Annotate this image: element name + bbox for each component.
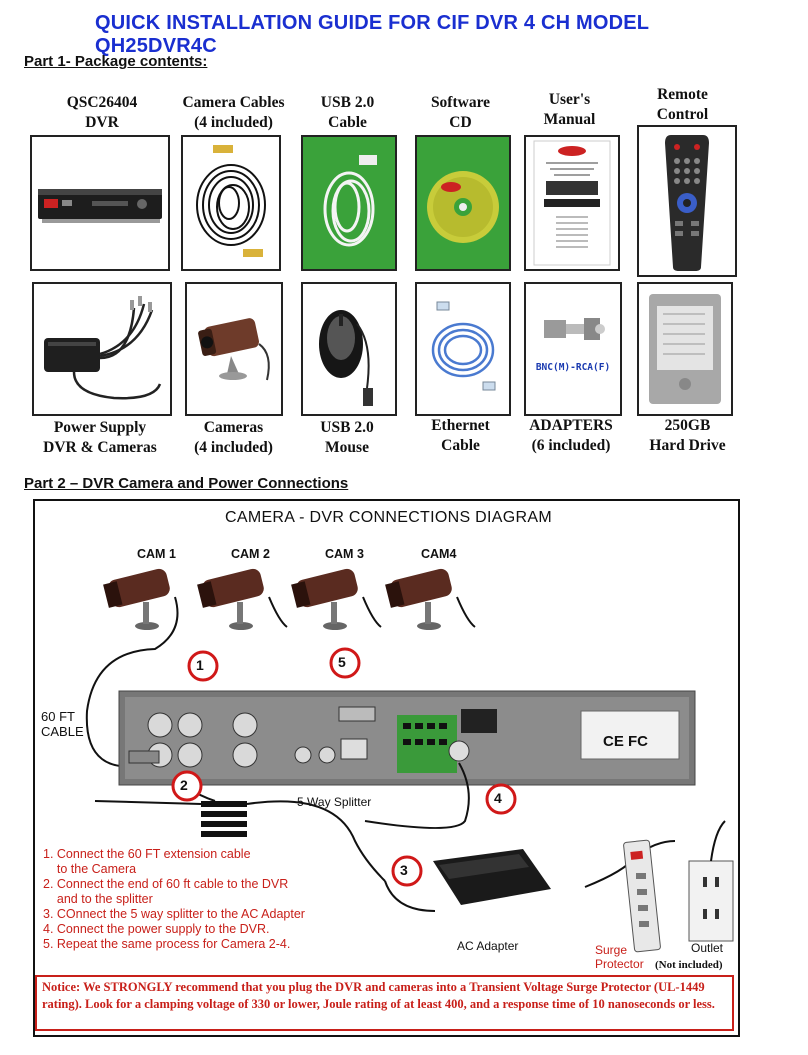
- step-line: 1. Connect the 60 FT extension cable: [43, 847, 251, 861]
- camera-cables-image-box: [181, 135, 281, 271]
- instruction-steps: 1. Connect the 60 FT extension cable to …: [43, 847, 363, 952]
- marker-4: 4: [494, 790, 502, 806]
- camera-cable-icon: [196, 145, 266, 257]
- certification-marks: CE FC: [603, 733, 648, 750]
- not-included-note: (Not included): [655, 959, 723, 971]
- outlet-label: Outlet: [691, 941, 724, 955]
- mouse-icon: [319, 310, 373, 406]
- camera-icon: [198, 318, 270, 381]
- marker-5: 5: [338, 654, 346, 670]
- remote-control-icon: [665, 135, 709, 271]
- power-supply-icon: [44, 296, 162, 400]
- step-line: 3. COnnect the 5 way splitter to the AC …: [43, 907, 305, 921]
- mouse-image-box: [301, 282, 397, 416]
- adapter-caption: BNC(M)-RCA(F): [535, 362, 611, 373]
- usb-cable-icon: [323, 155, 377, 247]
- hard-drive-icon: [649, 294, 721, 404]
- marker-2: 2: [180, 777, 188, 793]
- diagram-drawing: [85, 568, 734, 953]
- item-label-cameras: Cameras(4 included): [194, 419, 273, 456]
- part1-heading: Part 1- Package contents:: [24, 53, 208, 70]
- step-line: and to the splitter: [43, 892, 153, 906]
- item-label-adapters: ADAPTERS(6 included): [529, 417, 613, 454]
- cam-label-3: CAM 3: [325, 547, 364, 561]
- step-line: 4. Connect the power supply to the DVR.: [43, 922, 270, 936]
- cam-label-2: CAM 2: [231, 547, 270, 561]
- software-cd-image-box: [415, 135, 511, 271]
- power-supply-image-box: [32, 282, 172, 416]
- ethernet-image-box: [415, 282, 511, 416]
- dvr-unit-icon: [38, 189, 162, 223]
- cam-label-1: CAM 1: [137, 547, 176, 561]
- diagram-title: CAMERA - DVR CONNECTIONS DIAGRAM: [225, 509, 552, 526]
- ethernet-cable-icon: [431, 301, 496, 391]
- cameras-image-box: [185, 282, 283, 416]
- marker-1: 1: [196, 657, 204, 673]
- step-line: 5. Repeat the same process for Camera 2-…: [43, 937, 291, 951]
- part2-heading: Part 2 – DVR Camera and Power Connection…: [24, 475, 349, 492]
- user-manual-icon: [533, 140, 611, 266]
- step-line: to the Camera: [43, 862, 137, 876]
- software-cd-icon: [427, 171, 499, 243]
- hard-drive-image-box: [637, 282, 733, 416]
- surge-notice: Notice: We STRONGLY recommend that you p…: [35, 975, 734, 1031]
- cam-label-4: CAM4: [421, 547, 457, 561]
- step-line: 2. Connect the end of 60 ft cable to the…: [43, 877, 289, 891]
- dvr-image-box: [30, 135, 170, 271]
- camera-icon: [103, 568, 452, 630]
- bnc-adapter-icon: [544, 318, 605, 340]
- usb-cable-image-box: [301, 135, 397, 271]
- user-manual-image-box: [524, 135, 620, 271]
- ac-adapter-label: AC Adapter: [457, 939, 519, 953]
- splitter-label: 5 Way Splitter: [297, 795, 372, 809]
- adapters-image-box: BNC(M)-RCA(F): [524, 282, 622, 416]
- item-label-camera-cables: Camera Cables(4 included): [182, 94, 285, 131]
- page-title: QUICK INSTALLATION GUIDE FOR CIF DVR 4 C…: [95, 12, 649, 57]
- marker-3: 3: [400, 862, 408, 878]
- connections-diagram: CAMERA - DVR CONNECTIONS DIAGRAM: [33, 499, 740, 1037]
- remote-image-box: [637, 125, 737, 277]
